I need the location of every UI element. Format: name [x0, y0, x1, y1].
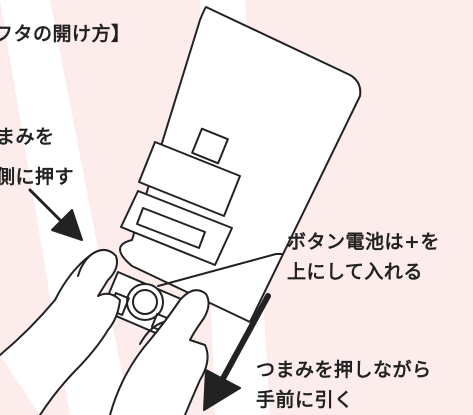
pull-instruction-line2: 手前に引く [256, 389, 354, 411]
remote-small-button [191, 127, 229, 165]
remote-slot [136, 207, 206, 249]
left-thumb [77, 253, 93, 277]
hands [0, 249, 210, 415]
right-hand [109, 289, 210, 415]
battery-rim [132, 289, 158, 315]
left-hand [0, 249, 121, 415]
pinch-instruction-line2: 側に押す [0, 166, 75, 188]
pull-instruction-line1: つまみを押しながら [256, 359, 432, 381]
battery-instruction-line1: ボタン電池は+を [287, 231, 440, 253]
battery-leader-line [157, 253, 283, 287]
right-finger-1 [139, 321, 165, 345]
arrow-down-right-icon [28, 188, 83, 241]
instruction-title: フタの開け方】 [0, 23, 131, 45]
remote-control [101, 6, 362, 341]
pinch-instruction-line1: まみを [0, 126, 55, 148]
arrow-down-left-icon [203, 293, 271, 411]
battery-instruction-line2: 上にして入れる [287, 261, 423, 283]
remote-panel-upper [138, 141, 241, 217]
